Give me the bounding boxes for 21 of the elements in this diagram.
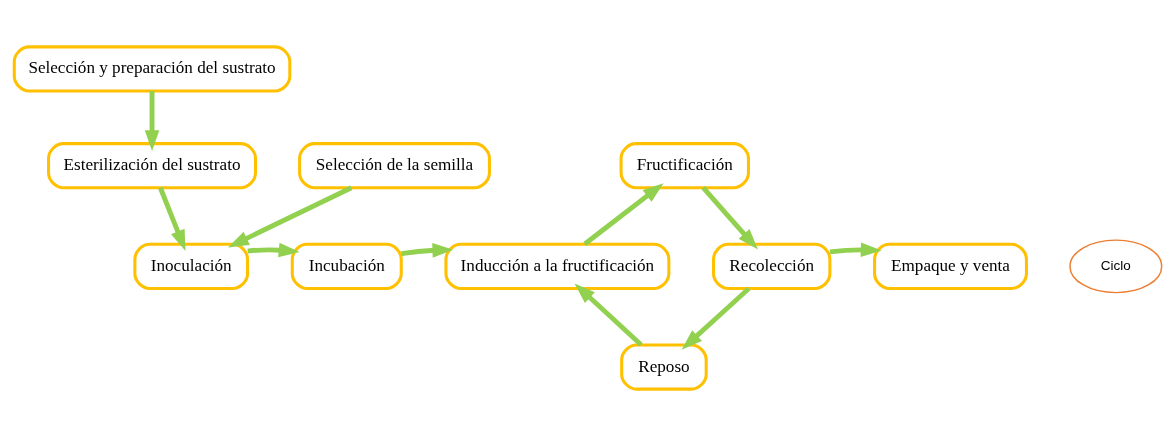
- arrow: [583, 183, 664, 246]
- arrow: [401, 243, 454, 258]
- node-box: Esterilización del sustrato: [47, 142, 258, 190]
- arrow: [144, 91, 160, 151]
- node-box: Selección de la semilla: [298, 142, 491, 190]
- node-ellipse: Ciclo: [1069, 239, 1163, 294]
- node-box: Empaque y venta: [873, 242, 1028, 290]
- arrow: [701, 186, 758, 250]
- arrow: [247, 242, 300, 258]
- arrow: [158, 186, 186, 251]
- node-box: Incubación: [290, 242, 403, 290]
- node-box: Selección y preparación del sustrato: [12, 45, 292, 93]
- arrow: [681, 286, 751, 350]
- node-box: Inoculación: [133, 242, 250, 290]
- arrow: [574, 283, 643, 347]
- node-box: Reposo: [620, 343, 708, 391]
- node-box: Inducción a la fructificación: [444, 242, 671, 290]
- arrow: [227, 185, 353, 248]
- arrow: [829, 242, 882, 258]
- node-box: Fructificación: [619, 142, 750, 190]
- node-box: Recolección: [712, 242, 832, 290]
